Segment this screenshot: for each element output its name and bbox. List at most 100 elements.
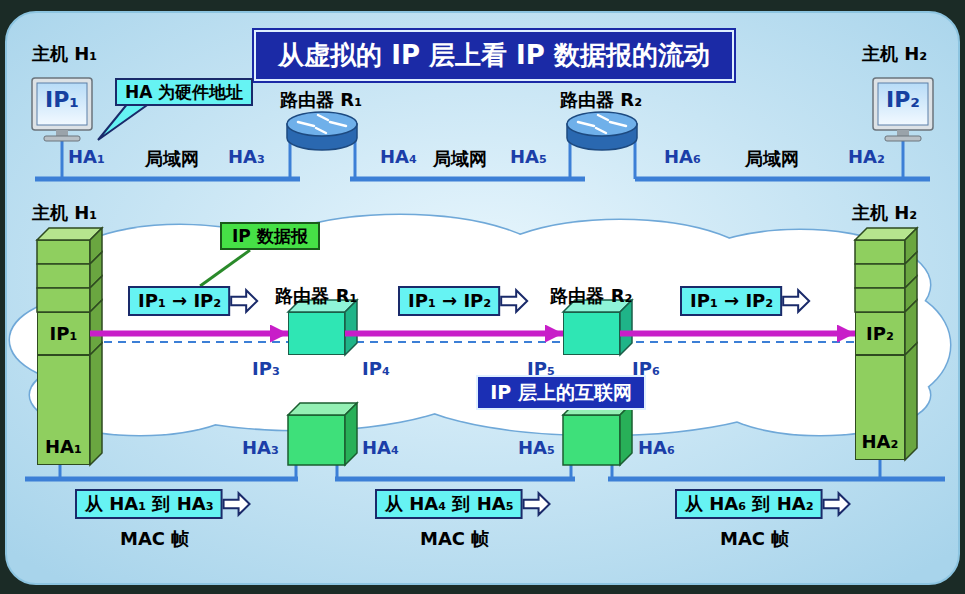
heading-text: 主机 H₂ [852,201,917,224]
arrow-box-body [681,287,781,315]
router-arrow [610,122,626,126]
lan-bus [25,477,298,482]
frame-arrow-box: 从 HA₄ 到 HA₅ [375,489,552,519]
monitor-base [885,136,921,141]
internet-cloud [10,215,950,435]
datagram-flow-arrow [345,331,563,337]
wire [879,460,882,479]
callout-box: HA 为硬件地址 [115,78,253,106]
arrow-box-body [676,490,822,518]
node-text: 路由器 R₁ [280,89,362,110]
stack-layer-3d [288,300,357,355]
datagram-arrow-box: IP₁ → IP₂ [128,286,259,316]
stack-layer-3d [855,276,917,312]
lan-bus [635,177,930,182]
node-text: HA₁ [45,435,82,458]
wires-bottom [60,460,880,479]
address-label: IP₅ [527,358,555,380]
router-arrow [318,115,328,120]
frame-arrow-box: 从 HA₁ 到 HA₃ [75,489,252,519]
datagram-flow-arrow [90,331,288,337]
lan-bus-top [35,179,930,180]
lan-bus [35,177,300,182]
stack-layer-3d [90,343,102,465]
wire [59,465,62,479]
lan-bus-bottom [25,479,945,480]
monitor-bezel [32,78,92,130]
node-text: IP 层上的互联网 [490,381,632,403]
panel [6,12,959,584]
hw-layer-box: HA₁ [37,355,90,465]
hollow-arrow [231,290,257,312]
host-stack: 主机 H₂IP₂HA₂ [850,201,940,466]
node-text: IP 数据报 [232,226,308,246]
monitor-neck [56,130,68,136]
datagram-flow-arrow [620,331,855,337]
hollow-arrow [824,493,850,515]
node-text: IP₁ → IP₂ [138,290,221,311]
address-label: HA₄ [380,146,417,168]
wire [336,465,339,479]
wire [902,141,905,179]
stack-layer-front [288,415,345,465]
router-arrow [298,122,314,126]
hollow-arrow [524,493,550,515]
lan-bus [608,477,945,482]
router-top [567,112,637,136]
stack-layer-front [855,264,905,288]
address-label: IP₆ [632,358,660,380]
hollow-arrow [501,290,527,312]
wire [570,465,573,479]
network-label: 局域网 [433,148,487,170]
address-label: IP₃ [252,358,280,380]
router-arrow [598,115,608,120]
node-text: 路由器 R₂ [560,89,642,110]
address-label: HA₅ [518,437,555,459]
address-label: HA₁ [68,146,105,168]
address-label: HA₄ [362,437,399,459]
network-label: MAC 帧 [120,528,189,550]
hollow-arrow [224,493,250,515]
wire [61,141,64,179]
heading-text: 路由器 R₂ [550,284,632,307]
stack-layer-side [620,403,632,465]
host-monitor-icon [873,78,933,141]
hw-layer-box: HA₂ [855,355,905,460]
stack-layer-front [855,240,905,264]
node-text: HA 为硬件地址 [125,82,243,102]
stack-layer-front [855,288,905,312]
network-label: MAC 帧 [420,528,489,550]
stack-layer-3d [37,252,102,288]
heading-text: 主机 H₁ [32,42,97,65]
heading-text: 路由器 R₁ [275,284,357,307]
arrow-box-body [129,287,229,315]
datagram-arrow-box: IP₁ → IP₂ [398,286,529,316]
router-icon-label: 路由器 R₂ [560,88,642,111]
stack-layer-front [37,264,90,288]
node-text: 从 HA₆ 到 HA₂ [685,493,814,514]
callout-pointer [200,250,250,286]
stack-layer-3d [288,403,357,465]
node-text: 从 HA₄ 到 HA₅ [385,493,514,514]
stack-layer-front [37,288,90,312]
callout-tail [98,103,150,140]
router-icon-label: 路由器 R₁ [280,88,362,111]
address-label: HA₂ [848,146,885,168]
frame-arrow-box: 从 HA₆ 到 HA₂ [675,489,852,519]
network-label: 局域网 [145,148,199,170]
wire [295,465,298,479]
wire [611,465,614,479]
stack-layer-3d [37,228,102,264]
stack-layer-3d [563,403,632,465]
monitor-neck [897,130,909,136]
host-stack: 主机 H₁IP₁HA₁ [30,201,112,471]
router-icon [287,112,357,150]
network-label: 局域网 [745,148,799,170]
lan-bus [350,177,585,182]
node-text: IP₁ → IP₂ [690,290,773,311]
address-label: HA₃ [228,146,265,168]
node-text: 从 HA₁ 到 HA₃ [85,493,214,514]
stack-layer-side [620,300,632,355]
host-icon: 主机 H₁IP₁ [28,42,106,142]
lan-bus [335,477,575,482]
